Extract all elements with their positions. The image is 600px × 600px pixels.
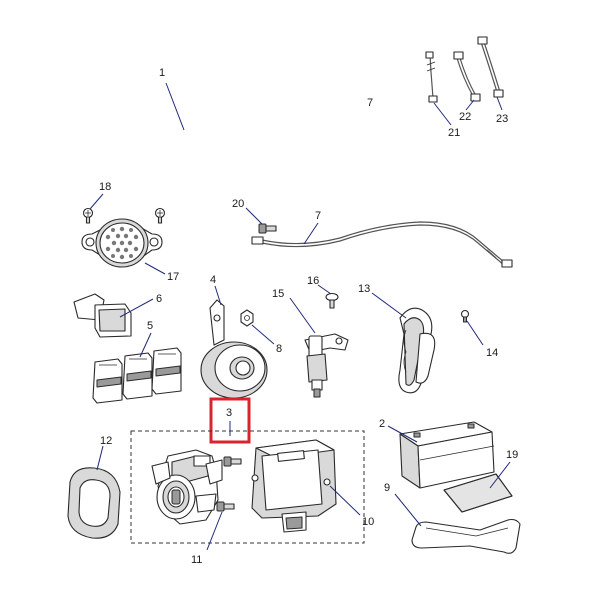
part-15-switch[interactable]: 15 (272, 288, 349, 398)
callout-label-17: 17 (167, 271, 179, 283)
callout-label-21: 21 (448, 127, 460, 139)
callout-label-15: 15 (272, 288, 284, 300)
callout-label-11: 11 (191, 554, 202, 566)
leader-line-18 (89, 193, 104, 210)
part-6-connector[interactable]: 6 (73, 293, 162, 338)
screw-icon (216, 501, 235, 512)
callout-label-14: 14 (486, 347, 498, 359)
callout-label-5: 5 (147, 320, 153, 332)
leader-line-11 (206, 511, 223, 551)
callout-7-top[interactable]: 7 (367, 97, 373, 109)
speaker-grille-icon (105, 226, 139, 260)
leader-line-12 (96, 445, 104, 471)
callout-label-16: 16 (307, 275, 319, 287)
callout-label-10: 10 (362, 516, 374, 528)
leader-line-1 (165, 82, 185, 131)
leader-line-4 (214, 285, 222, 306)
callout-1[interactable]: 1 (159, 67, 185, 131)
leader-line-2 (387, 425, 418, 443)
battery-terminal-icon (413, 423, 475, 438)
leader-line-16 (317, 284, 332, 295)
callout-label-4: 4 (210, 274, 216, 286)
callout-label-23: 23 (496, 113, 508, 125)
leader-line-15 (289, 297, 316, 334)
part-2-battery[interactable]: 2 (379, 418, 495, 489)
part-21-cable[interactable]: 21 (425, 51, 460, 139)
screw-icon (460, 309, 470, 323)
part-23-cable[interactable]: 23 (477, 36, 508, 125)
screw-icon (154, 207, 166, 224)
part-10-control-module[interactable]: 10 (251, 439, 374, 533)
callout-label-3: 3 (226, 407, 232, 419)
leader-line-22 (465, 99, 475, 111)
callout-label-2: 2 (379, 418, 385, 430)
relay-icon (151, 347, 182, 395)
callout-label-6: 6 (156, 293, 162, 305)
assembly-group-box (130, 430, 365, 544)
relay-icon (122, 352, 153, 400)
callout-label-8: 8 (276, 343, 282, 355)
part-12-rubber-boot[interactable]: 12 (67, 435, 121, 539)
leader-line-8 (251, 324, 275, 345)
part-5-relays[interactable]: 5 (92, 320, 182, 404)
callout-label-20: 20 (232, 198, 244, 210)
leader-line-9 (394, 493, 422, 527)
part-17-speaker[interactable]: 17 (81, 218, 179, 283)
relay-icon (92, 358, 123, 404)
callout-label-7-bottom: 7 (315, 210, 321, 222)
bolt-icon (258, 223, 277, 234)
screw-icon (325, 292, 339, 309)
part-14-screw[interactable]: 14 (460, 309, 499, 360)
leader-line-10 (329, 485, 361, 516)
part-7-cable[interactable]: 7 (251, 210, 513, 268)
screw-icon (223, 456, 242, 467)
leader-line-21 (433, 102, 452, 126)
leader-line-17 (144, 262, 166, 275)
leader-line-6 (119, 298, 154, 318)
part-20-bolt[interactable]: 20 (232, 198, 277, 234)
callout-label-19: 19 (506, 449, 518, 461)
part-9-strap[interactable]: 9 (384, 482, 521, 554)
part-18-screws[interactable]: 18 (82, 181, 166, 224)
leader-line-13 (371, 292, 407, 319)
highlight-box (209, 397, 251, 444)
callout-label-9: 9 (384, 482, 390, 494)
ignition-switch-assembly[interactable] (151, 449, 223, 525)
part-16-screw[interactable]: 16 (307, 275, 339, 309)
callout-label-18: 18 (99, 181, 111, 193)
leader-line-5 (139, 332, 152, 358)
callout-3-highlighted[interactable]: 3 (209, 397, 251, 444)
part-4-horn[interactable]: 4 (200, 274, 268, 399)
leader-line-20 (245, 207, 263, 225)
part-22-cable[interactable]: 22 (453, 51, 481, 123)
leader-line-7-bottom (303, 222, 319, 245)
leader-line-14 (466, 320, 484, 346)
screw-icon (82, 207, 94, 224)
callout-label-1: 1 (159, 67, 165, 79)
part-8-bolt[interactable]: 8 (240, 309, 282, 355)
part-11-screw[interactable]: 11 (191, 501, 235, 566)
hex-bolt-icon (240, 309, 254, 327)
part-19-pad[interactable]: 19 (443, 449, 518, 513)
callout-label-13: 13 (358, 283, 370, 295)
leader-line-23 (496, 96, 503, 111)
part-13-housing[interactable]: 13 (358, 283, 436, 394)
leader-line-19 (489, 461, 511, 489)
callout-label-22: 22 (459, 111, 471, 123)
callout-label-12: 12 (100, 435, 112, 447)
callout-label-7-top: 7 (367, 97, 373, 109)
